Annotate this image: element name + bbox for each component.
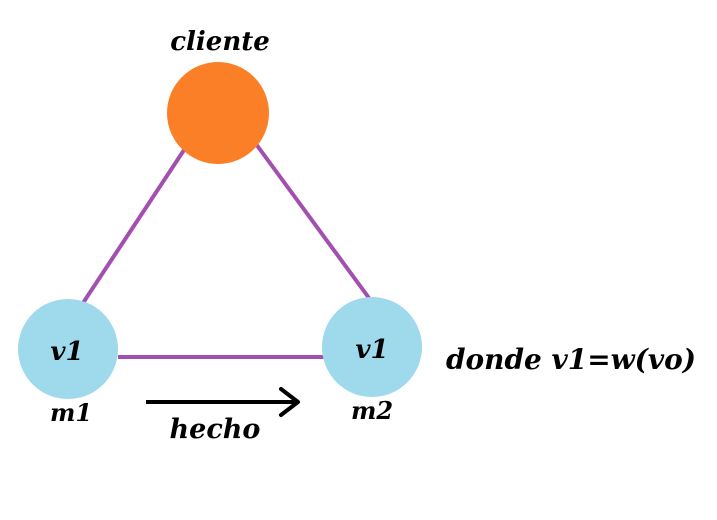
arrow-label: hecho (170, 414, 261, 445)
right-arrow-icon (146, 387, 300, 417)
node-m1-caption: m1 (50, 398, 92, 427)
arrow-head (279, 387, 300, 417)
formula-text: donde v1=w(vo) (446, 343, 696, 376)
node-cliente (167, 62, 269, 164)
node-m1-inner-label: v1 (50, 337, 83, 367)
node-m2 (322, 297, 422, 397)
node-m2-caption: m2 (351, 396, 393, 425)
node-m2-inner-label: v1 (355, 335, 388, 365)
edge-cliente-m1 (79, 145, 188, 308)
node-m1 (18, 299, 118, 399)
node-cliente-label: cliente (170, 27, 270, 57)
edge-cliente-m2 (254, 142, 371, 300)
